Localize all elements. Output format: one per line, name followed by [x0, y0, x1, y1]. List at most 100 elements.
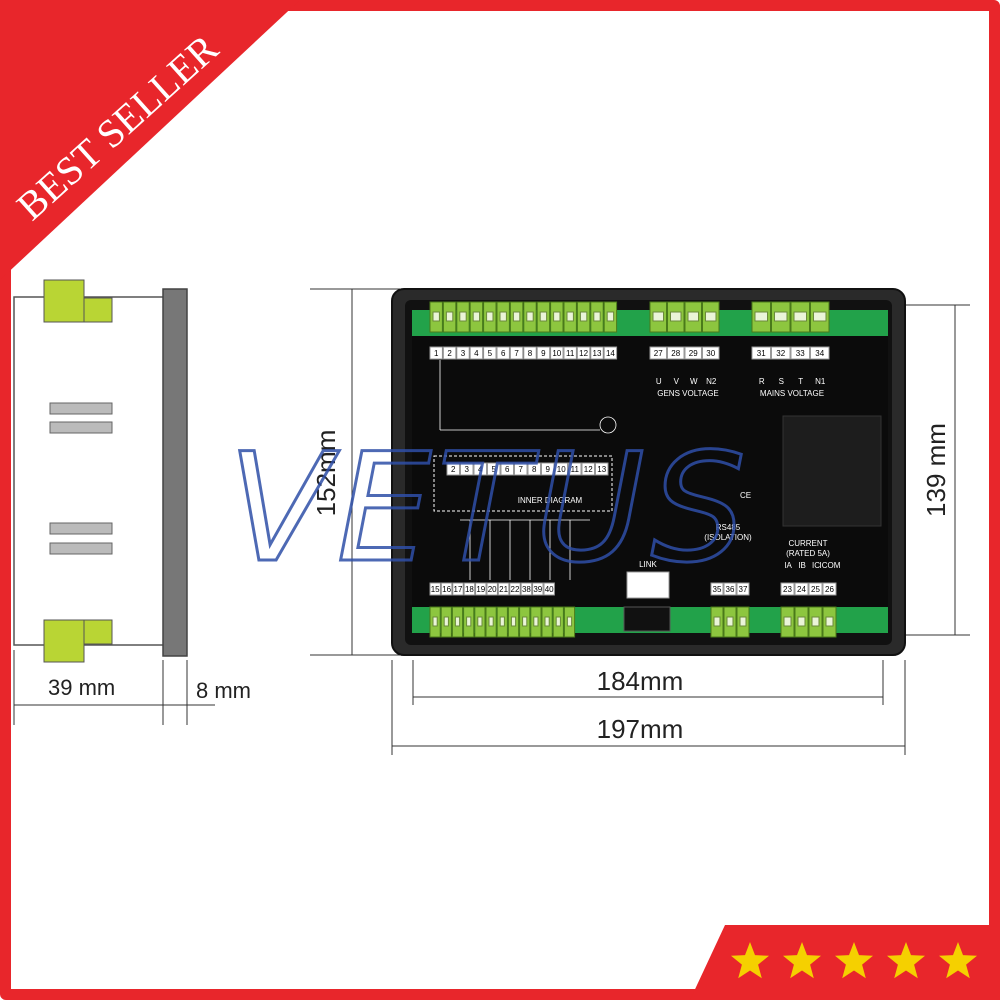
phase-label: R: [759, 377, 765, 386]
terminal-number: 10: [557, 465, 566, 474]
terminal-numbers-c: 31 32 33 34: [751, 346, 830, 360]
terminal-number: 2: [447, 349, 452, 358]
terminal-number: 40: [545, 585, 554, 594]
terminal-number: 23: [783, 585, 792, 594]
terminal-number: 38: [522, 585, 531, 594]
terminal-number: 4: [478, 465, 483, 474]
terminal-number: 35: [713, 585, 722, 594]
terminal-number: 10: [552, 349, 561, 358]
terminal-block-top-c: [751, 301, 830, 333]
terminal-number: 12: [584, 465, 593, 474]
mains-phase-labels: R S T N1: [759, 377, 826, 386]
height-outer-label: 152mm: [311, 430, 341, 517]
inner-diagram-label: INNER DIAGRAM: [518, 496, 583, 505]
current-label: CURRENT: [788, 539, 827, 548]
phase-label: T: [798, 377, 803, 386]
terminal-number: 7: [514, 349, 519, 358]
terminal-number: 4: [474, 349, 479, 358]
terminal-number: 19: [476, 585, 485, 594]
phase-label: ICOM: [820, 561, 841, 570]
phase-label: S: [779, 377, 784, 386]
terminal-number: 34: [815, 349, 824, 358]
terminal-block-bottom: [429, 606, 576, 638]
terminal-number: 30: [706, 349, 715, 358]
rating-bar: [690, 925, 1000, 1000]
ce-mark: CE: [740, 491, 751, 500]
terminal-number: 36: [726, 585, 735, 594]
watermark-text: VETUS: [228, 422, 752, 596]
display-window: [782, 415, 882, 527]
terminal-number: 3: [461, 349, 466, 358]
star-icon: [731, 942, 769, 979]
terminal-number: 8: [532, 465, 537, 474]
terminal-number: 15: [431, 585, 440, 594]
phase-label: IA: [784, 561, 792, 570]
side-view: 39 mm 8 mm: [13, 279, 251, 725]
terminal-number: 6: [505, 465, 510, 474]
terminal-number: 5: [492, 465, 497, 474]
phase-label: U: [656, 377, 662, 386]
terminal-number: 3: [465, 465, 470, 474]
terminal-number: 13: [593, 349, 602, 358]
link-label: LINK: [639, 560, 657, 569]
rs485-numbers: 35 36 37: [710, 582, 750, 596]
terminal-number: 21: [499, 585, 508, 594]
terminal-number: 25: [811, 585, 820, 594]
best-seller-badge: BEST SELLER: [0, 0, 300, 280]
terminal-number: 2: [451, 465, 456, 474]
terminal-number: 20: [488, 585, 497, 594]
isolation-label: (ISOLATION): [704, 533, 752, 542]
star-icon: [835, 942, 873, 979]
terminal-number: 24: [797, 585, 806, 594]
terminal-number: 12: [579, 349, 588, 358]
bottom-clip: [43, 619, 85, 663]
rated-label: (RATED 5A): [786, 549, 830, 558]
terminal-number: 11: [571, 465, 580, 474]
gens-phase-labels: U V W N2: [656, 377, 717, 386]
terminal-number: 37: [739, 585, 748, 594]
width-outer-label: 197mm: [597, 714, 684, 744]
terminal-number: 39: [533, 585, 542, 594]
phase-label: IC: [812, 561, 820, 570]
terminal-number: 29: [689, 349, 698, 358]
gens-voltage-label: GENS VOLTAGE: [657, 389, 719, 398]
height-inner-label: 139 mm: [921, 423, 951, 517]
terminal-number: 16: [442, 585, 451, 594]
star-icon: [783, 942, 821, 979]
terminal-number: 17: [454, 585, 463, 594]
phase-label: IB: [798, 561, 806, 570]
terminal-number: 6: [501, 349, 506, 358]
star-icon: [939, 942, 977, 979]
terminal-number: 31: [757, 349, 766, 358]
terminal-number: 32: [776, 349, 785, 358]
terminal-number: 14: [606, 349, 615, 358]
terminal-number: 28: [671, 349, 680, 358]
phase-label: V: [674, 377, 680, 386]
terminal-number: 11: [566, 349, 575, 358]
top-clip: [43, 279, 85, 323]
rs485-label: RS485: [716, 523, 741, 532]
link-connector: [626, 571, 670, 599]
terminal-number: 13: [597, 465, 606, 474]
rating-stars: [731, 942, 977, 979]
terminal-number: 26: [825, 585, 834, 594]
current-numbers: 23 24 25 26: [780, 582, 837, 596]
terminal-number: 33: [796, 349, 805, 358]
phase-label: N2: [706, 377, 717, 386]
terminal-number: 22: [511, 585, 520, 594]
terminal-block-rs485: [710, 606, 750, 638]
terminal-number: 7: [519, 465, 524, 474]
terminal-block-top-a: [429, 301, 618, 333]
terminal-block-current: [780, 606, 837, 638]
phase-label: N1: [815, 377, 826, 386]
depth-label: 39 mm: [48, 675, 115, 700]
mains-voltage-label: MAINS VOLTAGE: [760, 389, 824, 398]
phase-label: W: [690, 377, 698, 386]
